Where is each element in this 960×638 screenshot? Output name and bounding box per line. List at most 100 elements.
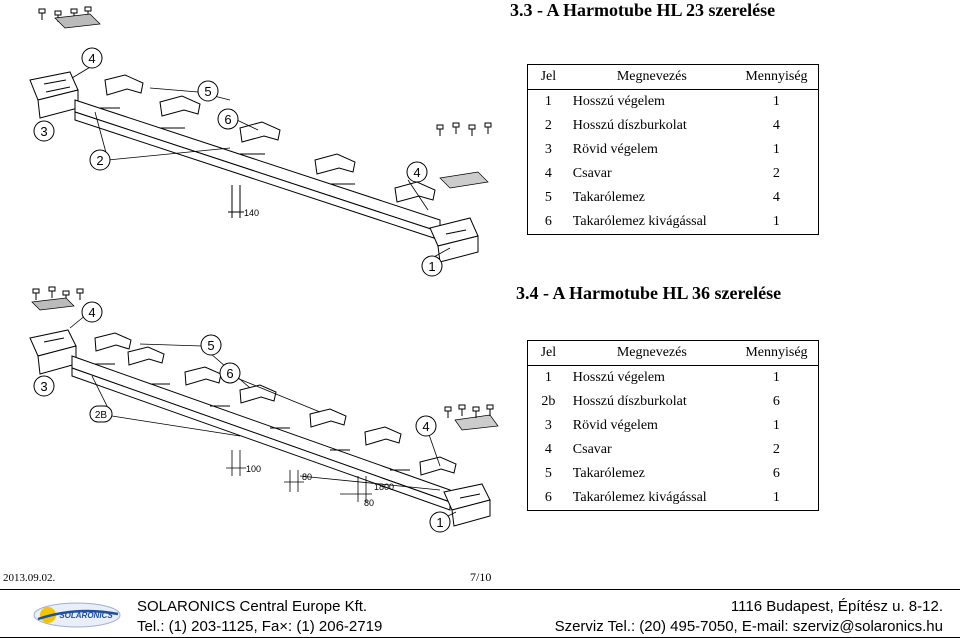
col-jel: Jel [540, 345, 557, 360]
dimension-80a-label: 80 [302, 472, 312, 482]
cell-name: Csavar [572, 166, 612, 181]
callout-4b: 4 [413, 165, 420, 180]
cell-qty: 6 [772, 394, 780, 409]
solaronics-logo: SOLARONICS [33, 602, 121, 628]
table-row: 6 Takarólemez kivágással 1 [528, 210, 818, 234]
cell-name: Takarólemez kivágással [572, 214, 707, 229]
col-jel: Jel [540, 69, 557, 84]
callout-5: 5 [204, 84, 211, 99]
assembly-drawing-hl23: 140 4 5 3 6 2 4 1 [29, 6, 492, 277]
cell-name: Hosszú végelem [572, 94, 665, 109]
grille-patches [31, 297, 499, 431]
screw-icons-right [436, 122, 492, 136]
callout-5: 5 [207, 338, 214, 353]
cell-name: Rövid végelem [572, 142, 658, 157]
screw-icons-right [444, 404, 494, 418]
table-row: 5 Takarólemez 6 [528, 462, 818, 486]
cell-qty: 2 [772, 166, 780, 181]
short-end-element [29, 71, 79, 119]
company-address: 1116 Budapest, Építész u. 8-12. [730, 598, 943, 615]
cell-jel: 6 [544, 214, 552, 229]
callout-1: 1 [436, 515, 443, 530]
dimension-1800-label: 1800 [374, 482, 394, 492]
cell-qty: 1 [772, 418, 780, 433]
cell-jel: 6 [544, 490, 552, 505]
callout-circles [33, 47, 443, 277]
logo-text: SOLARONICS [59, 611, 113, 620]
callout-3: 3 [40, 379, 47, 394]
dimension-140 [228, 185, 244, 218]
cell-name: Csavar [572, 442, 612, 457]
grille-patches [54, 13, 489, 189]
table-row: 1 Hosszú végelem 1 [528, 366, 818, 391]
table-row: 5 Takarólemez 4 [528, 186, 818, 210]
table-row: 4 Csavar 2 [528, 438, 818, 462]
dimension-80b-label: 80 [364, 498, 374, 508]
callout-circles [33, 301, 451, 533]
cell-jel: 1 [544, 370, 552, 385]
cell-jel: 4 [544, 442, 552, 457]
assembly-drawing-hl36: 100 80 1800 80 4 5 6 3 4 1 2B [29, 286, 499, 533]
parts-table-hl36: Jel Megnevezés Mennyiség 1 Hosszú végelem… [527, 340, 819, 511]
dimension-140-label: 140 [244, 208, 259, 218]
cell-name: Takarólemez kivágással [572, 490, 707, 505]
cell-name: Hosszú díszburkolat [572, 394, 687, 409]
cell-name: Hosszú végelem [572, 370, 665, 385]
callout-6: 6 [224, 112, 231, 127]
section-title-hl23: 3.3 - A Harmotube HL 23 szerelése [510, 0, 776, 20]
long-end-element [443, 483, 491, 527]
company-phone: Tel.: (1) 203-1125, Fa×: (1) 206-2719 [137, 618, 383, 635]
cell-jel: 2 [544, 118, 552, 133]
cell-jel: 2b [541, 394, 556, 409]
tube-body [74, 99, 441, 241]
cell-qty: 4 [772, 118, 780, 133]
col-mennyiseg: Mennyiség [745, 345, 808, 360]
long-end-element [429, 217, 479, 263]
table-row: 2 Hosszú díszburkolat 4 [528, 114, 818, 138]
callout-2b: 2B [95, 410, 108, 421]
callout-6: 6 [226, 366, 233, 381]
cell-qty: 1 [772, 370, 780, 385]
footer-rule-top [0, 589, 960, 590]
cell-jel: 1 [544, 94, 552, 109]
cell-qty: 1 [772, 142, 780, 157]
table-row: 6 Takarólemez kivágással 1 [528, 486, 818, 510]
table-row: 2b Hosszú díszburkolat 6 [528, 390, 818, 414]
cell-name: Rövid végelem [572, 418, 658, 433]
col-mennyiseg: Mennyiség [745, 69, 808, 84]
service-contact: Szerviz Tel.: (20) 495-7050, E-mail: sze… [554, 618, 943, 635]
company-name: SOLARONICS Central Europe Kft. [137, 598, 368, 615]
section-title-hl36: 3.4 - A Harmotube HL 36 szerelése [516, 283, 782, 303]
cell-jel: 5 [544, 190, 552, 205]
callout-2: 2 [96, 153, 103, 168]
callout-4b: 4 [422, 419, 429, 434]
cell-jel: 5 [544, 466, 552, 481]
col-megnevezes: Megnevezés [616, 345, 687, 360]
callout-4a: 4 [88, 305, 95, 320]
cell-name: Takarólemez [572, 466, 645, 481]
cell-qty: 1 [772, 490, 780, 505]
cover-plates [94, 332, 457, 476]
cell-name: Takarólemez [572, 190, 645, 205]
cell-qty: 2 [772, 442, 780, 457]
footer-date: 2013.09.02. [3, 572, 56, 584]
page-number: 7/10 [470, 570, 492, 584]
table-row: 1 Hosszú végelem 1 [528, 90, 818, 115]
cell-jel: 3 [544, 142, 552, 157]
cell-qty: 1 [772, 214, 780, 229]
cell-qty: 6 [772, 466, 780, 481]
parts-table-hl23: Jel Megnevezés Mennyiség 1 Hosszú végelem… [527, 64, 819, 235]
short-end-element [29, 329, 77, 375]
callout-3: 3 [40, 124, 47, 139]
cell-jel: 4 [544, 166, 552, 181]
table-row: 3 Rövid végelem 1 [528, 138, 818, 162]
col-megnevezes: Megnevezés [616, 69, 687, 84]
cell-qty: 4 [772, 190, 780, 205]
cell-name: Hosszú díszburkolat [572, 118, 687, 133]
callout-4a: 4 [88, 51, 95, 66]
table-row: 4 Csavar 2 [528, 162, 818, 186]
dimension-100-label: 100 [246, 464, 261, 474]
cell-qty: 1 [772, 94, 780, 109]
callout-1: 1 [428, 259, 435, 274]
